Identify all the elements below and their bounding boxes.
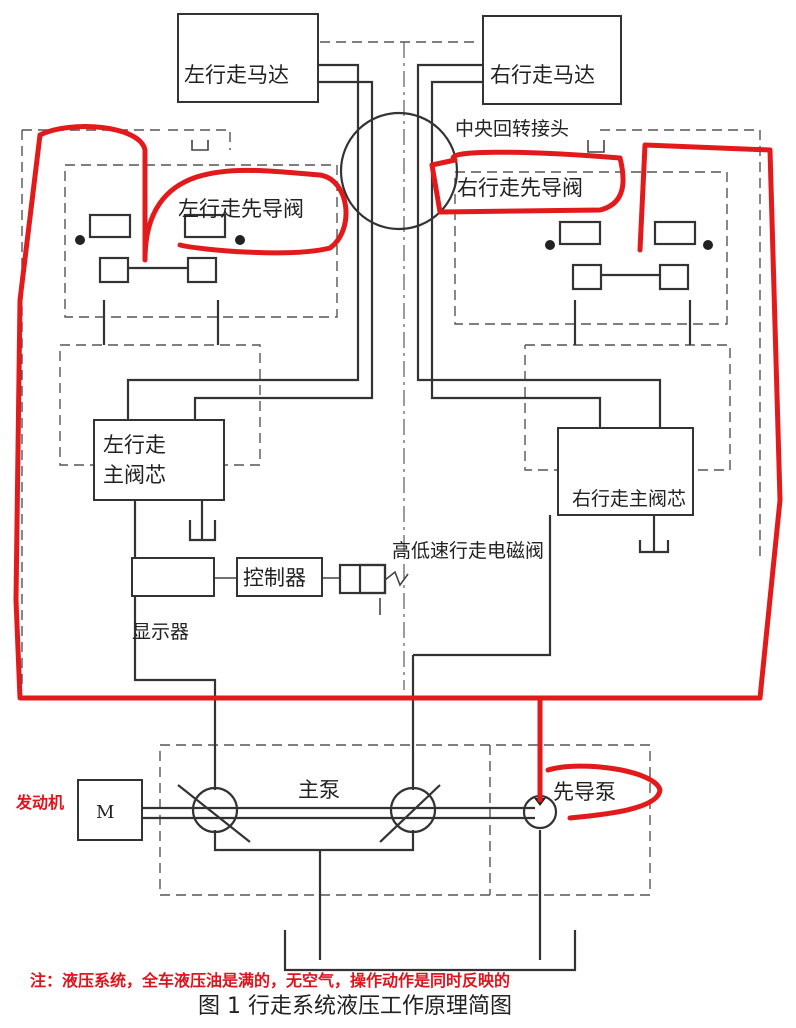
left-main-valve-label-line2: 主阀芯 xyxy=(103,463,166,487)
controller-label: 控制器 xyxy=(243,566,306,590)
central-joint-circle xyxy=(339,111,459,231)
right-motor-label: 右行走马达 xyxy=(490,63,595,87)
main-pump-left-symbol xyxy=(177,784,251,843)
red-annotations xyxy=(13,124,783,821)
note-text: 注：液压系统，全车液压油是满的，无空气，操作动作是同时反映的 xyxy=(30,971,510,990)
right-pilot-valve-label: 右行走先导阀 xyxy=(457,176,583,200)
main-pump-label: 主泵 xyxy=(298,778,340,802)
engine-label: 发动机 xyxy=(15,793,64,812)
motor-symbol-label: M xyxy=(96,802,114,823)
dashed-outlines xyxy=(21,41,761,896)
figure-caption: 图 1 行走系统液压工作原理简图 xyxy=(198,994,512,1019)
left-pilot-valve-label: 左行走先导阀 xyxy=(178,197,304,221)
speed-solenoid-label: 高低速行走电磁阀 xyxy=(392,540,544,562)
display-box xyxy=(131,557,215,597)
left-motor-box xyxy=(177,13,319,103)
main-pump-right-symbol xyxy=(379,784,441,843)
engine-box xyxy=(77,779,143,841)
right-main-valve-label: 右行走主阀芯 xyxy=(572,488,686,510)
left-main-valve-box xyxy=(93,419,225,501)
solenoid-valve-symbol xyxy=(338,563,409,595)
left-pilot-valve-symbol xyxy=(75,213,245,284)
controller-box xyxy=(236,557,323,597)
left-main-valve-label-line1: 左行走 xyxy=(103,433,166,457)
hydraulic-lines xyxy=(102,63,692,972)
right-main-valve-box xyxy=(557,427,694,516)
central-joint-label: 中央回转接头 xyxy=(455,118,569,140)
left-motor-label: 左行走马达 xyxy=(184,63,289,87)
right-motor-box xyxy=(482,15,622,105)
display-label: 显示器 xyxy=(132,621,189,643)
right-pilot-valve-symbol xyxy=(545,220,713,291)
pilot-pump-label: 先导泵 xyxy=(553,780,616,804)
